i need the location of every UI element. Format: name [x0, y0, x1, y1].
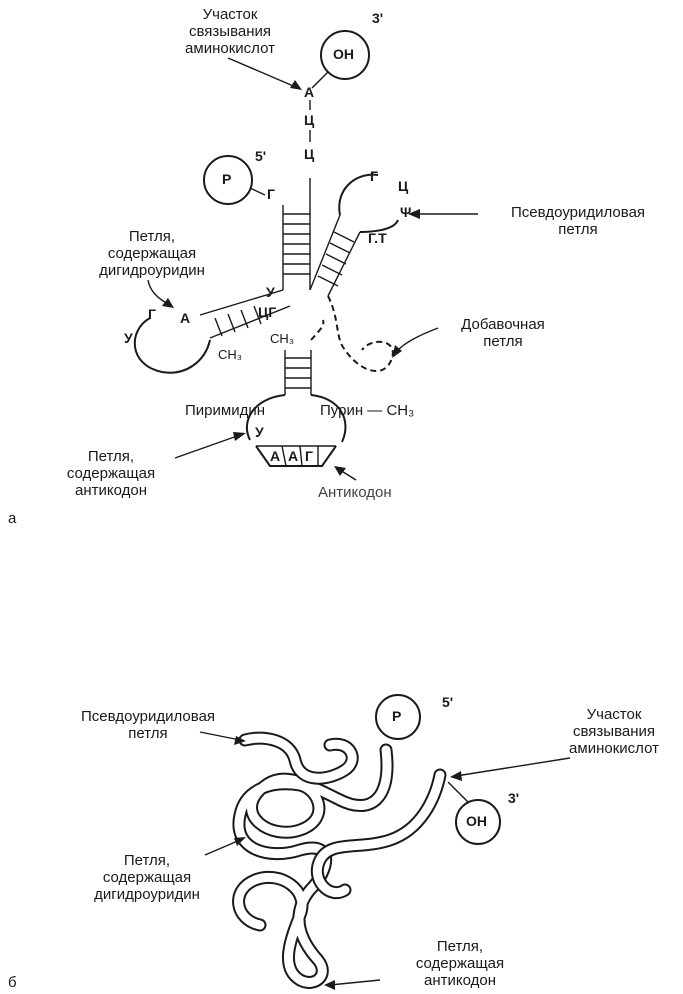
label-pseudo-loop-b: Псевдоуридиловая петля [48, 708, 248, 742]
label-anticodon-loop-a: Петля, содержащая антикодон [46, 448, 176, 499]
label-extra-loop-a: Добавочная петля [438, 316, 568, 350]
anticodon-base-3: Г [305, 448, 313, 464]
nuc-g-t: Г [370, 168, 378, 184]
acceptor-c2: Ц [304, 146, 314, 162]
label-anticodon-loop-b: Петля, содержащая антикодон [390, 938, 530, 989]
acceptor-stem [283, 214, 310, 274]
oh-label-a: ОН [333, 46, 354, 62]
label-amino-site-b: Участок связывания аминокислот [548, 706, 680, 757]
nuc-gt: Г.Т [368, 230, 387, 246]
label-pyrimidine: Пиримидин [185, 402, 265, 419]
acceptor-c1: Ц [304, 112, 314, 128]
p-label-b: Р [392, 708, 401, 724]
nuc-a-d: А [180, 310, 190, 326]
nuc-ch3-mid: СН₃ [270, 330, 294, 347]
nuc-ch3-left: СН₃ [218, 346, 242, 363]
label-dihydro-loop-a: Петля, содержащая дигидроуридин [82, 228, 222, 279]
nuc-u-ac: У [255, 424, 264, 440]
p-label-a: Р [222, 171, 231, 187]
panel-tag-a: а [8, 510, 16, 527]
extra-loop [328, 296, 393, 371]
label-anticodon: Антикодон [318, 484, 392, 501]
prime-5-a: 5' [255, 148, 266, 164]
nuc-cg: ЦГ [258, 304, 276, 320]
oh-label-b: ОН [466, 813, 487, 829]
label-pseudo-loop-a: Псевдоуридиловая петля [478, 204, 678, 238]
nuc-u-mid: У [266, 284, 275, 300]
nuc-psi: Ψ [400, 204, 411, 220]
label-amino-site-a: Участок связывания аминокислот [150, 6, 310, 57]
panel-tag-b: б [8, 974, 17, 991]
prime-3-b: 3' [508, 790, 519, 806]
label-purine: Пурин — СН₃ [320, 402, 414, 419]
prime-3-a: 3' [372, 10, 383, 26]
label-dihydro-loop-b: Петля, содержащая дигидроуридин [72, 852, 222, 903]
acceptor-a: А [304, 84, 314, 100]
nuc-g5: Г [267, 186, 275, 202]
d-arm [135, 290, 290, 373]
anticodon-base-2: А [288, 448, 298, 464]
nuc-g-d: Г [148, 306, 156, 322]
prime-5-b: 5' [442, 694, 453, 710]
nuc-c-t: Ц [398, 178, 408, 194]
nuc-u-d: У [124, 330, 133, 346]
anticodon-base-1: А [270, 448, 280, 464]
